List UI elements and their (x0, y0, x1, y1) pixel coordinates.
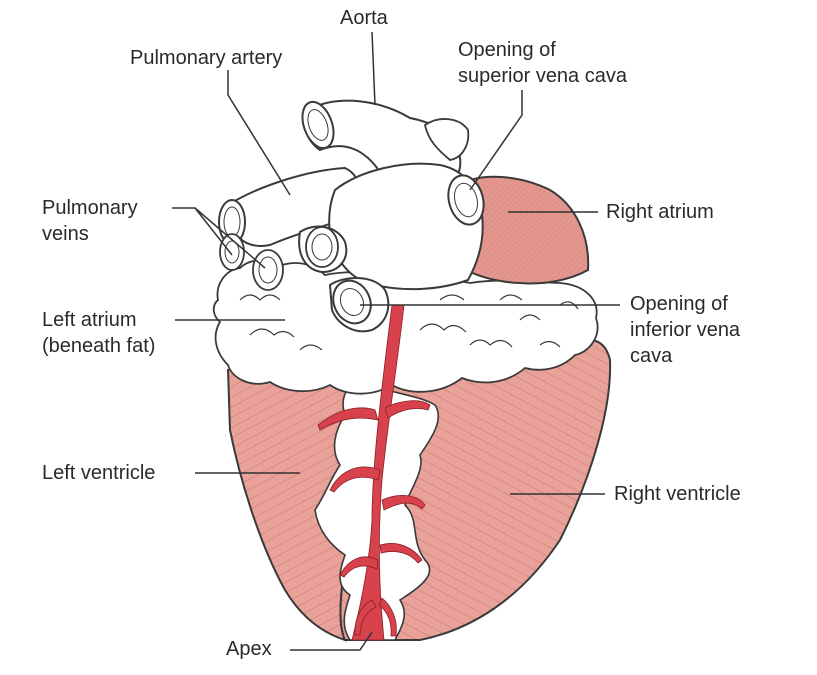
label-svc-line2: superior vena cava (458, 64, 627, 88)
label-left-atrium-line1: Left atrium (42, 308, 136, 332)
leader-aorta (372, 32, 375, 105)
label-ivc-line3: cava (630, 344, 672, 368)
label-aorta: Aorta (340, 6, 388, 30)
label-pulmonary-veins-line1: Pulmonary (42, 196, 138, 220)
label-apex: Apex (226, 637, 272, 661)
label-right-atrium: Right atrium (606, 200, 714, 224)
label-pulmonary-veins-line2: veins (42, 222, 89, 246)
label-ivc-line1: Opening of (630, 292, 728, 316)
label-right-ventricle: Right ventricle (614, 482, 741, 506)
label-left-atrium-line2: (beneath fat) (42, 334, 155, 358)
label-pulmonary-artery: Pulmonary artery (130, 46, 282, 70)
leader-svc (470, 90, 522, 190)
label-left-ventricle: Left ventricle (42, 461, 155, 485)
label-svc-line1: Opening of (458, 38, 556, 62)
leader-pulmonary-artery (228, 70, 290, 195)
label-ivc-line2: inferior vena (630, 318, 740, 342)
